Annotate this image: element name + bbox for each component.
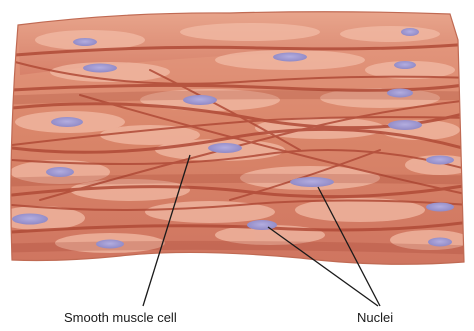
nucleus [208,143,242,153]
nucleus [73,38,97,46]
nucleus [46,167,74,177]
nucleus [401,28,419,36]
nucleus [247,220,277,230]
nucleus [273,53,307,62]
nucleus [12,214,48,225]
nucleus [290,177,334,187]
nucleus [83,64,117,73]
nucleus [426,156,454,165]
nucleus [394,61,416,69]
label-nuclei: Nuclei [357,311,393,324]
nucleus [183,95,217,105]
nucleus [387,89,413,98]
nucleus [388,120,422,130]
nucleus [428,238,452,247]
nucleus [96,240,124,249]
nucleus [426,203,454,212]
nucleus [51,117,83,127]
muscle-tissue-block [0,12,474,265]
label-smooth-muscle-cell: Smooth muscle cell [64,311,177,324]
